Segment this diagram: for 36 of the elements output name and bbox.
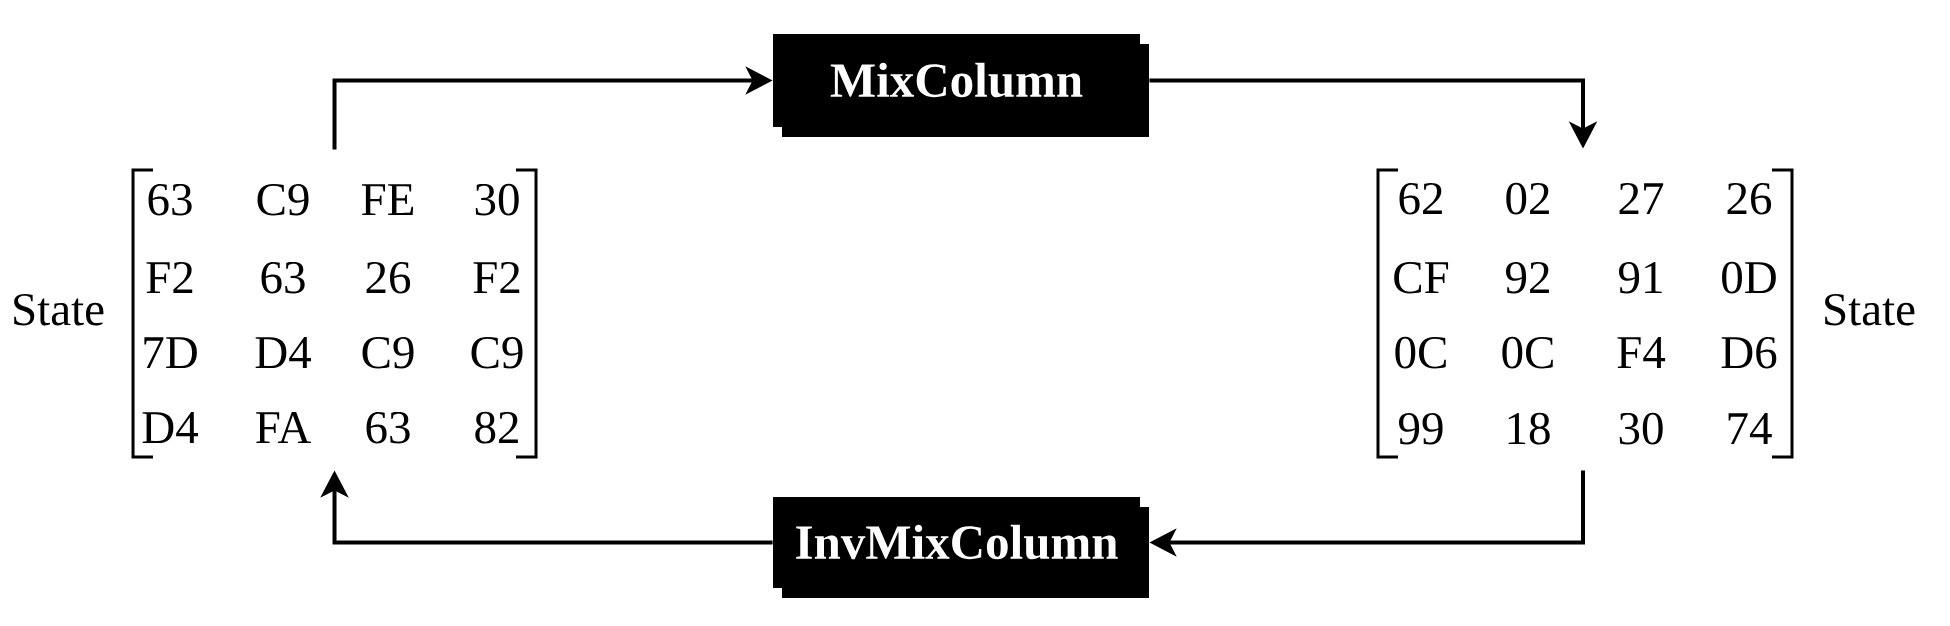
matrix-entry: 82 bbox=[475, 411, 518, 444]
matrix-entry: 18 bbox=[1508, 412, 1550, 445]
matrix-entry: 92 bbox=[1506, 261, 1549, 294]
matrix-entry: 30 bbox=[475, 183, 519, 216]
matrix-entry: C9 bbox=[257, 183, 309, 216]
matrix-entry: 0C bbox=[1395, 336, 1446, 369]
process-box: MixColumn bbox=[773, 34, 1149, 137]
matrix-entry: 0D bbox=[1722, 261, 1776, 294]
matrix-entry: 63 bbox=[366, 411, 410, 444]
matrix-entry: D4 bbox=[142, 412, 198, 444]
matrix-entry: 30 bbox=[1619, 412, 1663, 445]
matrix-entry: C9 bbox=[362, 336, 414, 369]
matrix-entry: 02 bbox=[1506, 182, 1549, 215]
matrix-entry: F2 bbox=[146, 261, 193, 293]
matrix-entry: 27 bbox=[1619, 182, 1664, 214]
matrix-entry: F4 bbox=[1617, 337, 1666, 368]
matrix-label: State bbox=[14, 293, 104, 326]
matrix-entry: 7D bbox=[144, 337, 197, 369]
matrix-entry: 91 bbox=[1619, 261, 1662, 294]
matrix-entry: FE bbox=[361, 184, 414, 215]
matrix-entry: 74 bbox=[1728, 413, 1772, 444]
matrix-entry: 0C bbox=[1502, 336, 1553, 369]
matrix-entry: FA bbox=[256, 411, 311, 443]
matrix-entry: D4 bbox=[255, 337, 311, 369]
matrix-entry: CF bbox=[1394, 261, 1449, 294]
matrix-entry: 26 bbox=[1727, 182, 1772, 215]
matrix-entry: 63 bbox=[148, 183, 192, 216]
matrix-entry: C9 bbox=[471, 336, 523, 369]
process-box: InvMixColumn bbox=[773, 497, 1149, 598]
matrix-entry: F2 bbox=[473, 261, 520, 293]
matrix-label: State bbox=[1825, 293, 1915, 326]
matrix-entry: 99 bbox=[1399, 412, 1443, 445]
matrix-entry: 26 bbox=[366, 261, 411, 294]
matrix-entry: 62 bbox=[1399, 182, 1442, 215]
matrix-entry: D6 bbox=[1721, 336, 1777, 369]
matrix-entry: 63 bbox=[261, 261, 305, 294]
